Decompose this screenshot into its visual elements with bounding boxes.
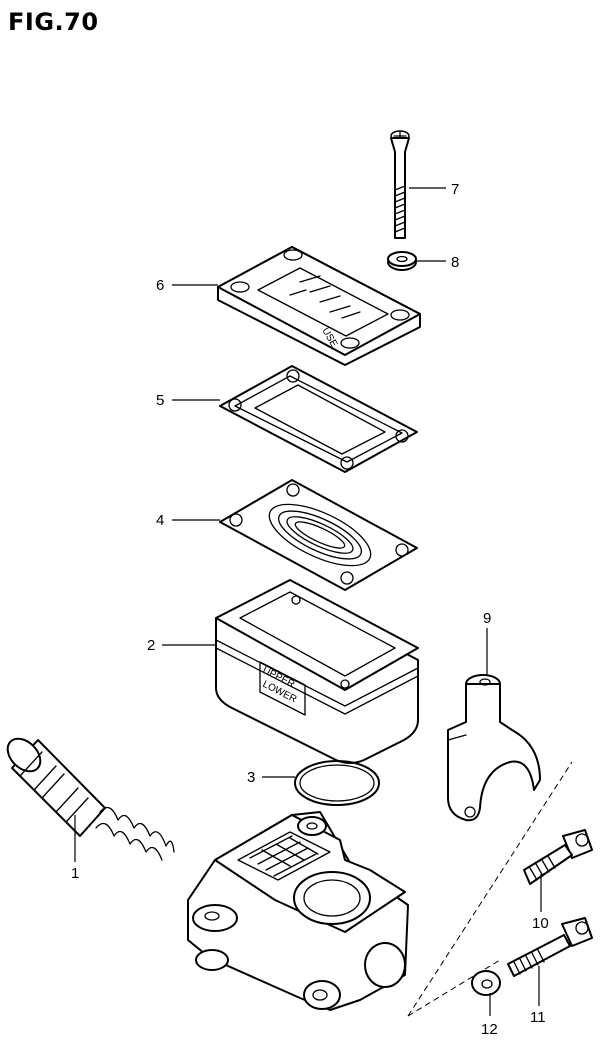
master-cylinder-body [187, 811, 409, 1011]
part-3-o-ring [294, 760, 380, 806]
part-11-bolt [507, 917, 593, 977]
callout-3: 3 [247, 769, 255, 786]
group-boundary-line [407, 761, 573, 1017]
callout-2: 2 [147, 637, 155, 654]
callout-9: 9 [483, 610, 491, 627]
callout-10: 10 [532, 915, 549, 932]
part-6-cap [217, 246, 421, 366]
part-1-piston [6, 737, 175, 861]
part-5-gasket [219, 365, 418, 473]
part-2-reservoir [215, 579, 419, 764]
part-4-diaphragm [219, 479, 418, 591]
figure-title: FIG.70 [8, 8, 99, 36]
callout-11: 11 [530, 1009, 546, 1026]
callout-1: 1 [71, 865, 79, 882]
callout-5: 5 [156, 392, 164, 409]
part-8-washer [387, 251, 417, 271]
callout-8: 8 [451, 254, 459, 271]
callout-7: 7 [451, 181, 459, 198]
callout-6: 6 [156, 277, 164, 294]
callout-4: 4 [156, 512, 164, 529]
group-boundary-line-2 [407, 959, 501, 1017]
part-9-holder [447, 674, 541, 822]
part-10-bolt [523, 829, 593, 885]
callout-12: 12 [481, 1021, 498, 1038]
part-12-washer [471, 970, 501, 996]
part-7-screw [390, 130, 410, 239]
leader-lines [74, 187, 542, 1016]
